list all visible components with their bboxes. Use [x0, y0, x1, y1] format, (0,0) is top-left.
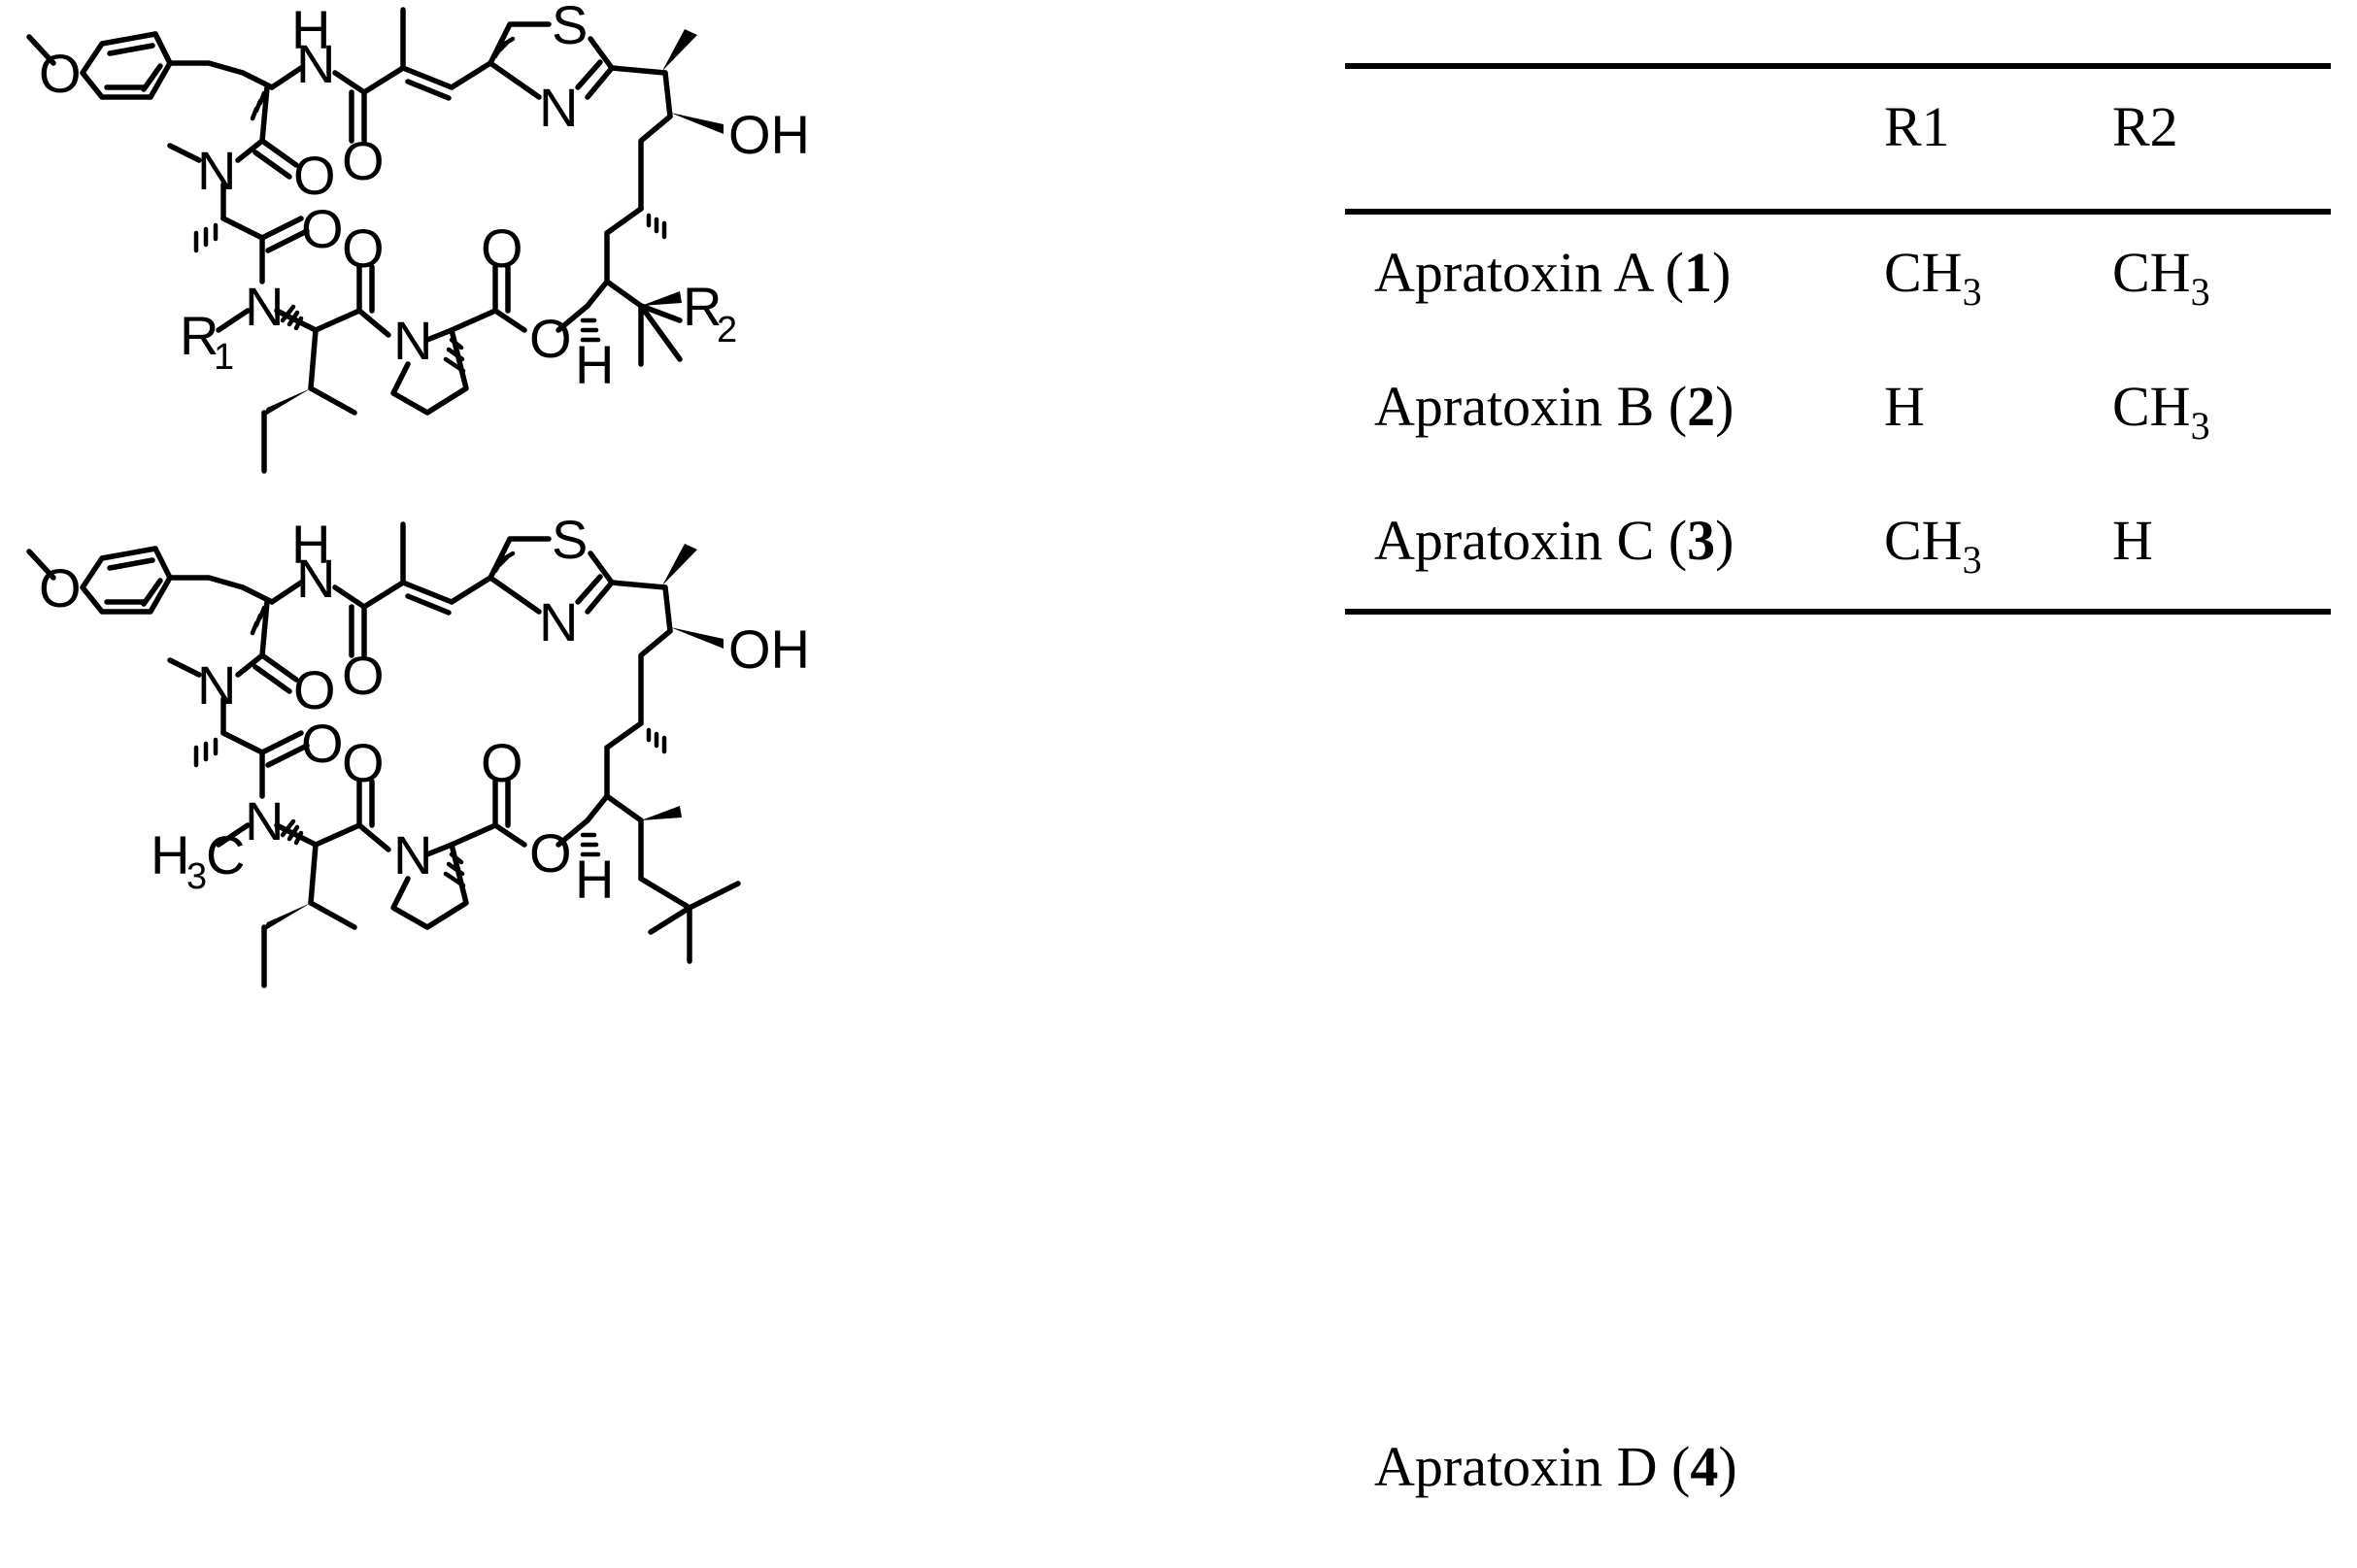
amide-o-label-d: O — [342, 645, 385, 706]
hydroxyl-label-top: OH — [728, 104, 810, 165]
ester-ch-h-label-top: H — [575, 334, 614, 395]
row-r1: CH3 — [1884, 509, 1982, 582]
amide-o-label-1: O — [342, 130, 385, 191]
substituent-table: R1 R2 Apratoxin A (1) CH3 CH3 Apratoxin … — [1345, 63, 2331, 615]
row-name: Apratoxin A (1) — [1374, 241, 1731, 304]
n-methyl-n-label-2-top: N — [245, 276, 284, 337]
hydroxyl-label-d: OH — [728, 618, 810, 680]
r2-subscript-label: 2 — [717, 310, 737, 350]
r1-subscript-label: 1 — [214, 337, 234, 378]
table-row: Apratoxin C (3) CH3 H — [1374, 509, 2153, 582]
row-r1: CH3 — [1884, 241, 1982, 314]
apratoxin-d-structure: O H N O S N OH H — [26, 509, 810, 988]
thiazoline-n-label-top: N — [539, 77, 578, 138]
r1-r-label: R — [180, 305, 219, 366]
methoxy-oxygen-label: O — [39, 43, 82, 104]
header-r2: R2 — [2112, 95, 2178, 158]
ester-o-label-d: O — [529, 822, 572, 884]
ala-carbonyl-o-label-top: O — [301, 198, 344, 259]
ester-o-label-top: O — [529, 308, 572, 369]
apratoxin-abc-structure: O H N O S N OH — [26, 0, 810, 474]
table-row: Apratoxin B (2) H CH3 — [1374, 375, 2210, 448]
row-r2: CH3 — [2112, 375, 2210, 448]
proline-n-label-d: N — [393, 824, 432, 885]
ala-carbonyl-o-label-d: O — [301, 713, 344, 774]
n-methyl-n-label-2-d: N — [245, 790, 284, 851]
ester-carbonyl-o-label-top: O — [481, 217, 523, 279]
nh-h-label-d: H — [291, 514, 330, 575]
tyr-carbonyl-o-label-d: O — [293, 659, 336, 720]
row-r2: H — [2112, 509, 2153, 572]
row-r1: H — [1884, 375, 1925, 438]
h3c-h-label: H — [151, 824, 189, 885]
proline-n-label-top: N — [393, 310, 432, 371]
nh-n-label-top: N — [296, 33, 335, 94]
row-r2: CH3 — [2112, 241, 2210, 314]
apratoxin-d-caption: Apratoxin D (4) — [1374, 1435, 1737, 1498]
thiazoline-n-label-d: N — [539, 591, 578, 652]
thiazoline-s-label-top: S — [552, 0, 588, 55]
nh-h-label-top: H — [291, 0, 330, 60]
ester-ch-h-label-d: H — [575, 849, 614, 910]
tyr-carbonyl-o-label-top: O — [293, 145, 336, 206]
h3c-subscript-label: 3 — [186, 856, 207, 897]
n-methyl-n-label-1-d: N — [197, 654, 236, 716]
h3c-c-label: C — [206, 824, 245, 885]
ile-carbonyl-o-label-d: O — [342, 732, 385, 793]
ester-carbonyl-o-label-d: O — [481, 732, 523, 793]
table-row: Apratoxin A (1) CH3 CH3 — [1374, 241, 2210, 314]
nh-n-label-d: N — [296, 548, 335, 609]
methoxy-oxygen-label-d: O — [39, 557, 82, 618]
thiazoline-s-label-d: S — [552, 509, 588, 570]
row-name: Apratoxin C (3) — [1374, 509, 1734, 572]
n-methyl-n-label-1-top: N — [197, 140, 236, 201]
header-r1: R1 — [1884, 95, 1950, 158]
ile-carbonyl-o-label-top: O — [342, 217, 385, 279]
row-name: Apratoxin B (2) — [1374, 375, 1734, 438]
r2-r-label: R — [683, 276, 722, 337]
